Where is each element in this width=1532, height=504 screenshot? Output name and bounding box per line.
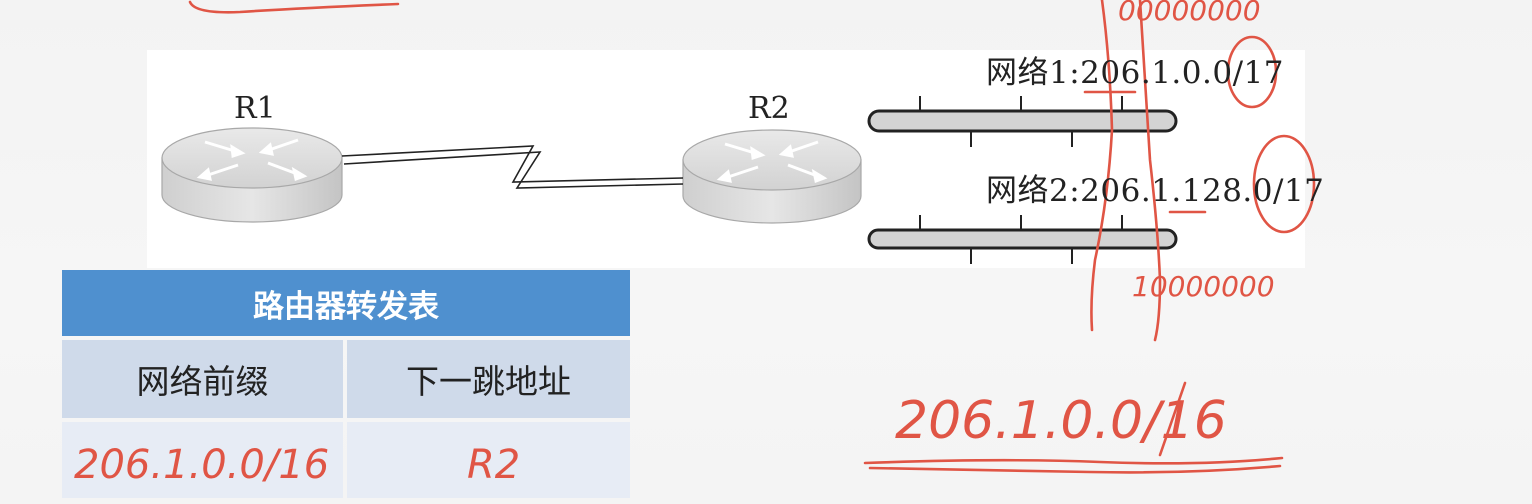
forwarding-table: 路由器转发表 网络前缀 下一跳地址 206.1.0.0/16 R2 [62, 270, 630, 498]
table-row-prefix-cell: 206.1.0.0/16 [62, 422, 343, 498]
binary-annotation-1: 00000000 [1118, 0, 1261, 27]
binary-annotation-2: 10000000 [1132, 270, 1275, 303]
header-network-prefix: 网络前缀 [62, 340, 343, 418]
router-r2 [682, 129, 862, 224]
network-1-bus [867, 96, 1178, 147]
header-next-hop: 下一跳地址 [347, 340, 630, 418]
aggregate-annotation: 206.1.0.0/16 [895, 391, 1227, 451]
row-next-hop-value: R2 [467, 442, 520, 488]
row-prefix-value: 206.1.0.0/16 [74, 442, 329, 488]
serial-link [341, 145, 684, 189]
table-row-next-hop-cell: R2 [347, 422, 630, 498]
router-arrows-icon [716, 140, 828, 184]
network-2-label: 网络2:206.1.128.0/17 [986, 173, 1325, 209]
router-r2-label: R2 [748, 91, 790, 126]
router-r1-label: R1 [234, 91, 276, 126]
network-2-bus [867, 215, 1178, 264]
router-r1 [161, 127, 343, 223]
network-1-label: 网络1:206.1.0.0/17 [986, 55, 1284, 91]
table-title: 路由器转发表 [62, 270, 630, 336]
router-arrows-icon [196, 138, 308, 182]
